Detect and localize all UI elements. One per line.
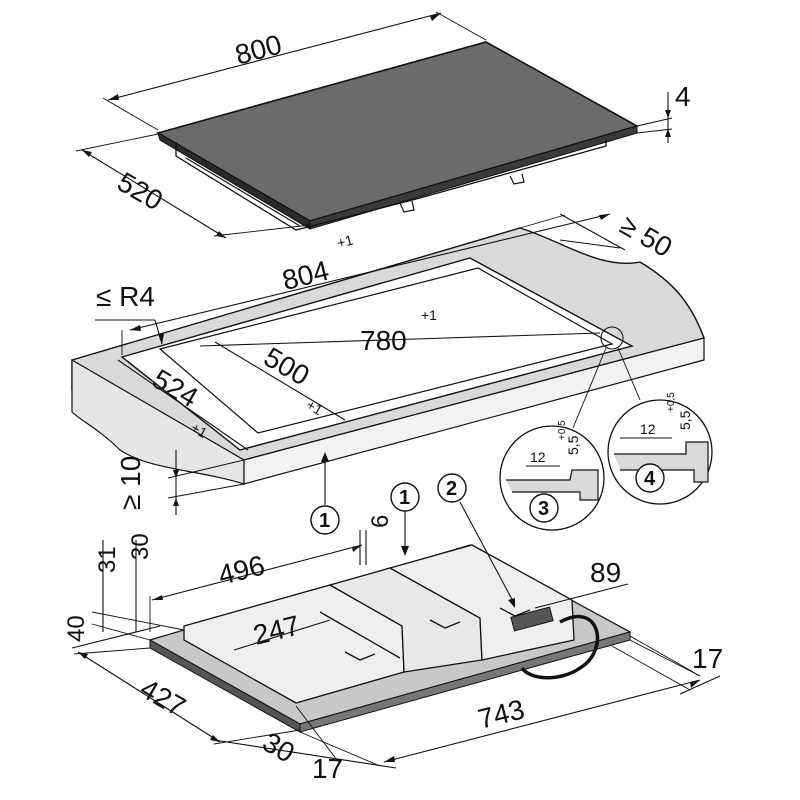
cooktop-underbody-detail (185, 157, 525, 227)
connector-block (510, 606, 554, 632)
dim-17-right-label: 17 (692, 643, 723, 674)
dim-17-bottom-label: 17 (312, 753, 343, 784)
detail-4-width: 12 (640, 421, 656, 437)
power-cable (520, 614, 600, 680)
dim-31-label: 31 (94, 546, 121, 573)
dim-743-label: 743 (475, 693, 528, 734)
dim-4: 4 (636, 81, 691, 143)
dim-10: ≥ 10 (115, 450, 245, 515)
countertop-side-face (243, 337, 705, 485)
detail-3-tol: +0,5 (557, 420, 568, 440)
callout-1-right-label: 1 (399, 487, 410, 509)
detail-4-depth: 5,5 (677, 410, 693, 430)
detail-4: 12 5,5 +0,5 4 (607, 347, 713, 505)
dim-780-tol: +1 (421, 307, 437, 323)
countertop (71, 227, 705, 485)
dim-496-label: 496 (215, 549, 268, 590)
detail-3-width: 12 (530, 449, 546, 465)
dim-6: 6 (359, 515, 394, 565)
cooktop-underbody (175, 140, 607, 231)
callout-2-label: 2 (446, 478, 457, 500)
dim-40-label: 40 (63, 615, 90, 642)
dim-30-top-label: 30 (127, 533, 154, 560)
dim-780: 780 +1 (199, 307, 601, 356)
dim-r4: ≤ R4 (95, 281, 164, 345)
callout-1-upper: 1 (310, 452, 340, 535)
callout-2: 2 (437, 473, 516, 608)
dim-780-label: 780 (360, 325, 407, 356)
dim-804-tol: +1 (335, 232, 355, 251)
detail-3: 12 5,5 +0,5 3 (499, 347, 607, 531)
dim-743: 743 (299, 639, 701, 767)
detail-3-depth: 5,5 (565, 435, 581, 455)
module-right (388, 544, 575, 661)
dim-89: 89 (534, 557, 629, 609)
dim-500-tol: +1 (304, 396, 326, 418)
dim-17-right: 17 (611, 635, 723, 695)
dim-30-bottom-label: 30 (257, 726, 299, 768)
unit-rails (319, 607, 531, 661)
dim-10-label: ≥ 10 (115, 456, 146, 510)
dim-524-tol: +1 (188, 419, 210, 441)
dim-4-label: 4 (675, 81, 691, 112)
cutout-inner-rebate (158, 267, 614, 434)
detail-circle-marker (600, 326, 624, 350)
dim-89-label: 89 (590, 557, 621, 588)
detail-3-number: 3 (538, 498, 549, 520)
dim-31-30-40: 31 30 40 (63, 533, 185, 649)
detail-4-tol: +0,5 (666, 392, 677, 412)
dim-r4-label: ≤ R4 (96, 281, 155, 312)
callout-1-right: 1 (390, 482, 420, 556)
countertop-front-face (71, 358, 245, 485)
dim-427-label: 427 (135, 673, 191, 723)
dim-30-17-bottom: 30 17 (213, 705, 397, 784)
dim-800-label: 800 (232, 29, 285, 71)
dim-6-label: 6 (367, 515, 394, 528)
dim-50-label: ≥ 50 (615, 209, 678, 263)
callout-1-upper-label: 1 (319, 510, 330, 532)
detail-4-number: 4 (644, 468, 656, 490)
cooktop (155, 41, 640, 231)
cooktop-glass-top (155, 41, 640, 222)
